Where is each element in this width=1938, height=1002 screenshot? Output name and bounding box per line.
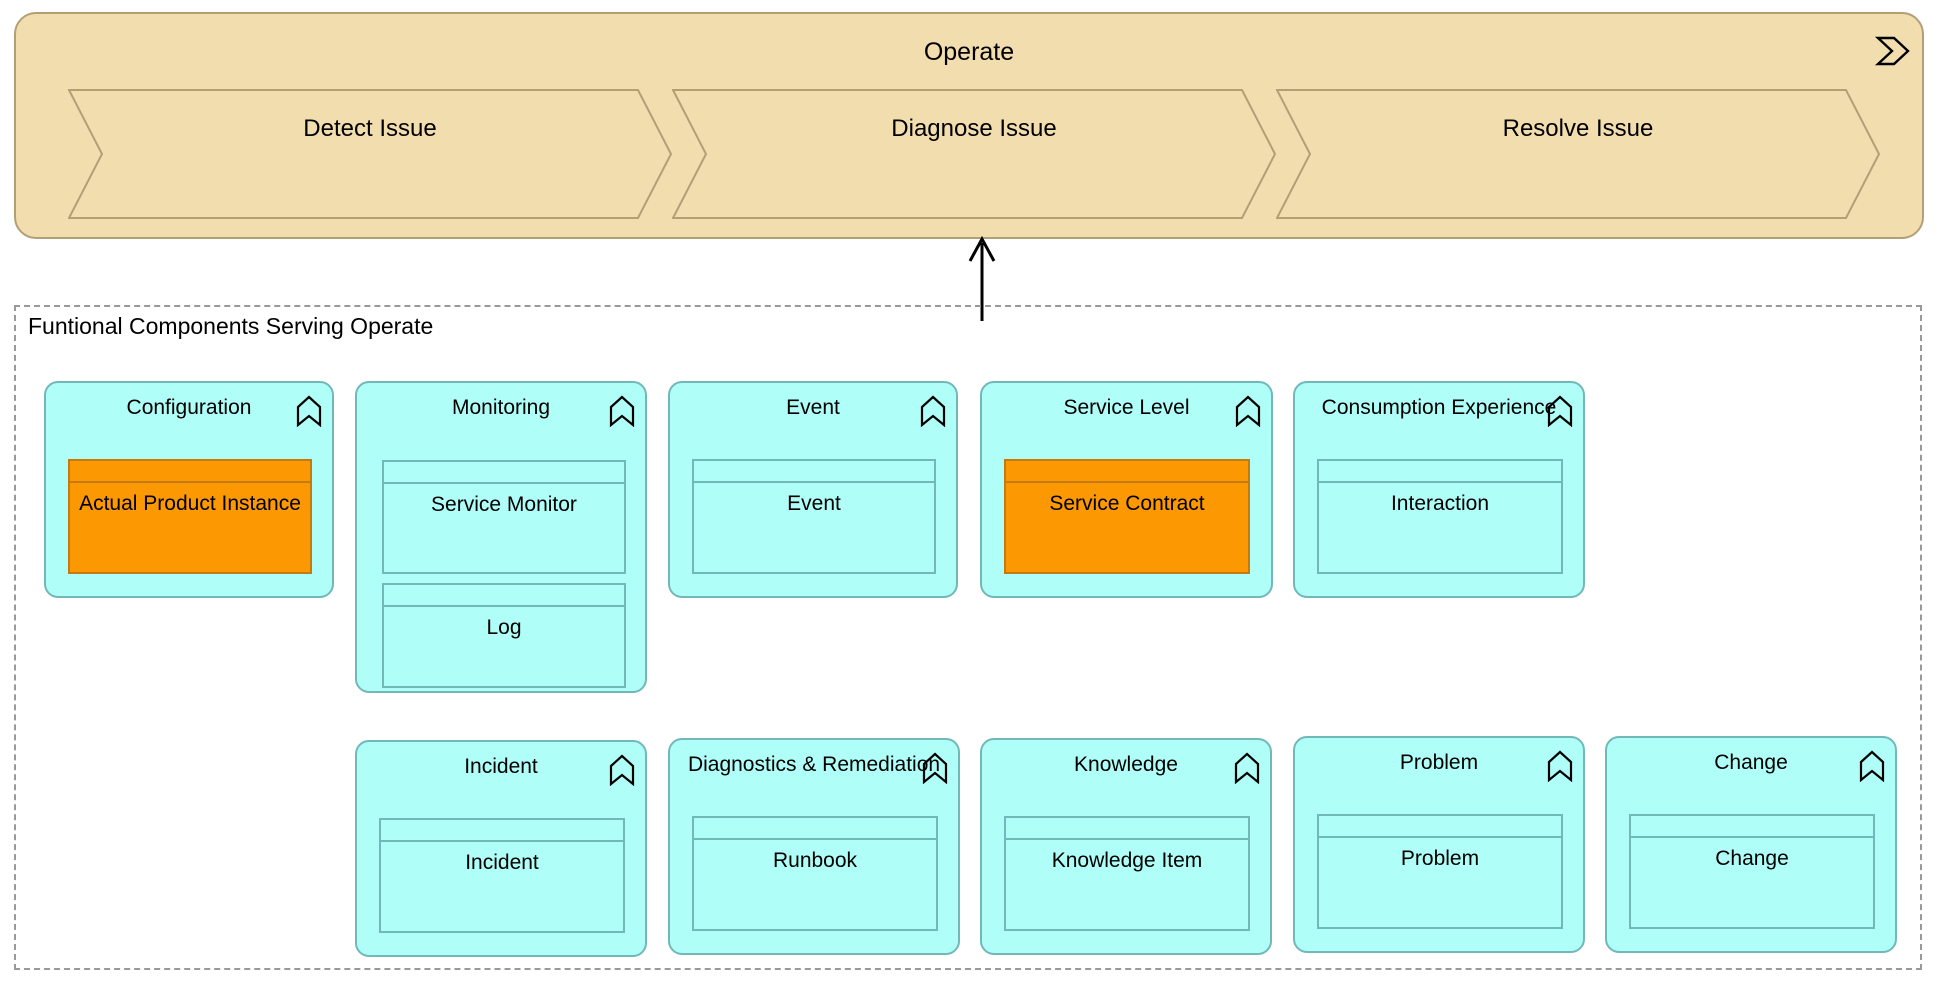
object-body: Change: [1631, 840, 1873, 927]
object-event[interactable]: Event: [692, 459, 936, 574]
component-title: Service Level: [1063, 396, 1190, 419]
object-incident[interactable]: Incident: [379, 818, 625, 933]
object-label: Log: [486, 616, 522, 639]
component-title: Monitoring: [451, 396, 551, 419]
object-problem[interactable]: Problem: [1317, 814, 1563, 929]
process-step-1[interactable]: Detect Issue: [68, 89, 672, 219]
object-body: Knowledge Item: [1006, 842, 1248, 929]
object-header-band: [1319, 816, 1561, 838]
component-chevron-icon: [609, 754, 635, 787]
object-header-band: [1631, 816, 1873, 838]
object-header-band: [1006, 461, 1248, 483]
object-knowledge-item[interactable]: Knowledge Item: [1004, 816, 1250, 931]
page-title: Operate: [923, 38, 1015, 66]
component-title: Incident: [464, 755, 538, 778]
component-chevron-icon: [920, 395, 946, 428]
object-body: Service Contract: [1006, 485, 1248, 572]
object-header-band: [70, 461, 310, 483]
component-chevron-icon: [1547, 395, 1573, 428]
object-service-monitor[interactable]: Service Monitor: [382, 460, 626, 574]
object-body: Interaction: [1319, 485, 1561, 572]
component-chevron-icon: [609, 395, 635, 428]
object-body: Service Monitor: [384, 486, 624, 572]
component-title: Consumption Experience: [1321, 396, 1557, 419]
object-label: Service Contract: [1049, 492, 1205, 515]
object-body: Problem: [1319, 840, 1561, 927]
process-step-3[interactable]: Resolve Issue: [1276, 89, 1880, 219]
component-chevron-icon: [1234, 752, 1260, 785]
object-label: Event: [787, 492, 841, 515]
object-service-contract[interactable]: Service Contract: [1004, 459, 1250, 574]
object-label: Actual Product Instance: [79, 492, 301, 515]
object-header-band: [381, 820, 623, 842]
object-header-band: [694, 818, 936, 840]
process-step-2[interactable]: Diagnose Issue: [672, 89, 1276, 219]
serving-arrow-up-icon: [960, 235, 1004, 321]
object-label: Interaction: [1390, 492, 1490, 515]
object-actual-product-instance[interactable]: Actual Product Instance: [68, 459, 312, 574]
object-label: Incident: [465, 851, 539, 874]
object-change[interactable]: Change: [1629, 814, 1875, 929]
object-header-band: [694, 461, 934, 483]
component-title: Configuration: [126, 396, 252, 419]
object-label: Service Monitor: [431, 493, 577, 516]
object-label: Knowledge Item: [1051, 849, 1203, 872]
component-chevron-icon: [1235, 395, 1261, 428]
component-title: Problem: [1399, 751, 1479, 774]
object-interaction[interactable]: Interaction: [1317, 459, 1563, 574]
functional-components-group[interactable]: [14, 305, 1922, 970]
group-label: Funtional Components Serving Operate: [28, 313, 434, 339]
process-chevron-icon: [1874, 34, 1912, 68]
component-chevron-icon: [922, 752, 948, 785]
object-body: Log: [384, 609, 624, 686]
object-body: Event: [694, 485, 934, 572]
component-chevron-icon: [1859, 750, 1885, 783]
object-label: Runbook: [772, 849, 858, 872]
object-header-band: [384, 585, 624, 607]
object-body: Incident: [381, 844, 623, 931]
object-body: Runbook: [694, 842, 936, 929]
component-chevron-icon: [296, 395, 322, 428]
component-title: Diagnostics & Remediation: [687, 753, 941, 776]
object-runbook[interactable]: Runbook: [692, 816, 938, 931]
component-title: Change: [1714, 751, 1788, 774]
object-log[interactable]: Log: [382, 583, 626, 688]
object-body: Actual Product Instance: [70, 485, 310, 572]
object-header-band: [1319, 461, 1561, 483]
object-header-band: [1006, 818, 1248, 840]
component-title: Event: [786, 396, 840, 419]
object-label: Change: [1715, 847, 1789, 870]
object-label: Problem: [1400, 847, 1480, 870]
component-chevron-icon: [1547, 750, 1573, 783]
component-title: Knowledge: [1074, 753, 1178, 776]
object-header-band: [384, 462, 624, 484]
